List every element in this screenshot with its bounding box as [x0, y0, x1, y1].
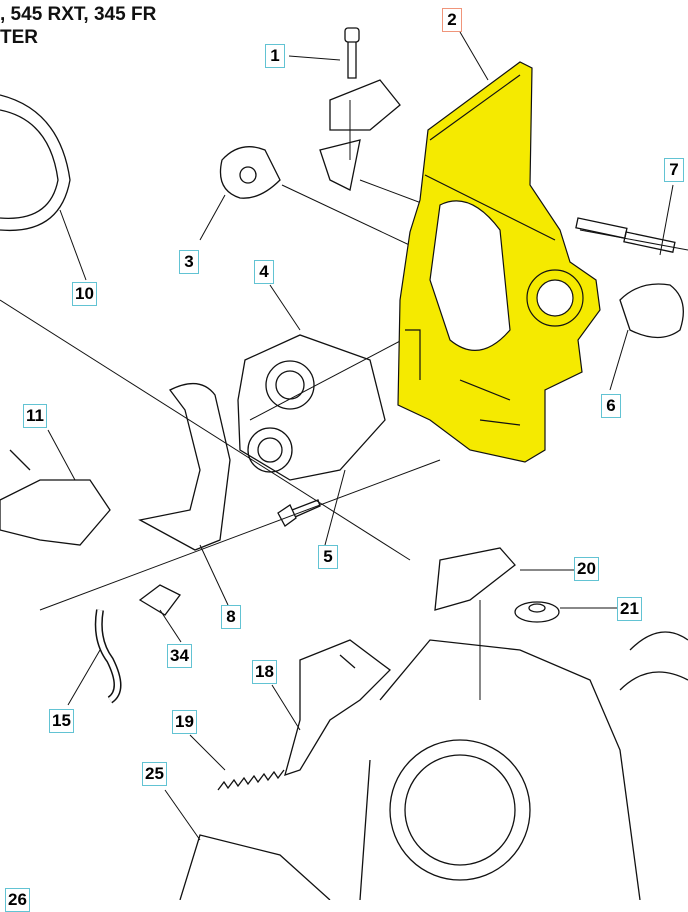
part-label-26[interactable]: 26: [5, 888, 30, 912]
part-label-25[interactable]: 25: [142, 762, 167, 786]
part-label-19[interactable]: 19: [172, 710, 197, 734]
diagram-title-line1: , 545 RXT, 345 FR: [0, 4, 157, 25]
part-8-gasket: [138, 383, 231, 551]
part-label-20[interactable]: 20: [574, 557, 599, 581]
part-label-6[interactable]: 6: [601, 394, 621, 418]
part-1-screw: [319, 27, 401, 191]
part-label-2-selected[interactable]: 2: [442, 8, 462, 32]
part-10-ring: [0, 94, 71, 232]
part-19-spring: [217, 769, 285, 791]
leader-lines: [0, 31, 688, 841]
part-label-18[interactable]: 18: [252, 660, 277, 684]
part-6-bulb: [619, 283, 684, 339]
part-label-21[interactable]: 21: [617, 597, 642, 621]
crankcase-housing: [359, 631, 688, 900]
part-3-clip: [219, 146, 281, 199]
part-2-highlight: [397, 61, 601, 463]
diagram-title-line2: TER: [0, 27, 38, 48]
part-4-intake: [237, 334, 386, 481]
part-25-wire: [179, 834, 331, 900]
part-21-grommet: [514, 601, 560, 623]
part-20-button: [434, 547, 516, 611]
part-label-5[interactable]: 5: [318, 545, 338, 569]
part-label-15[interactable]: 15: [49, 709, 74, 733]
part-label-8[interactable]: 8: [221, 605, 241, 629]
part-label-4[interactable]: 4: [254, 260, 274, 284]
part-label-1[interactable]: 1: [265, 44, 285, 68]
part-7-pins: [575, 217, 676, 253]
part-label-34[interactable]: 34: [167, 644, 192, 668]
part-label-11[interactable]: 11: [23, 404, 47, 428]
part-34-clip: [138, 584, 181, 616]
part-11-carb: [0, 449, 111, 546]
part-5-screw: [277, 499, 321, 527]
part-label-7[interactable]: 7: [664, 158, 684, 182]
part-label-3[interactable]: 3: [179, 250, 199, 274]
part-label-10[interactable]: 10: [72, 282, 97, 306]
part-18-lever: [284, 639, 391, 777]
